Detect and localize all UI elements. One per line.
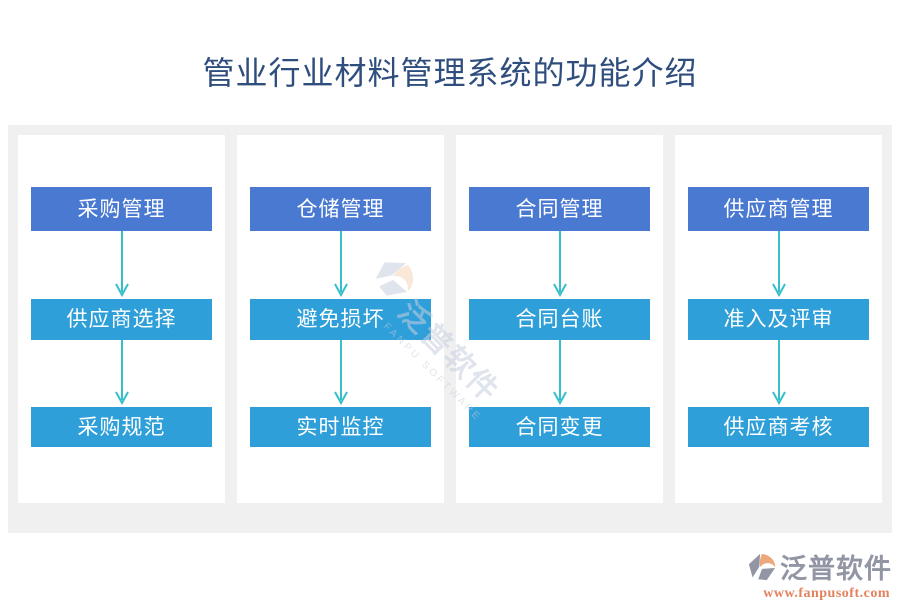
flow-step-box: 供应商考核: [688, 407, 869, 447]
down-arrow-icon: [552, 340, 568, 407]
flow-step-box: 采购规范: [31, 407, 212, 447]
down-arrow-icon: [114, 231, 130, 299]
column-card-warehouse: 仓储管理 避免损坏 实时监控: [237, 135, 444, 503]
down-arrow-icon: [333, 231, 349, 299]
footer-brand-logo: 泛普软件 www.fanpusoft.com: [747, 547, 892, 600]
page-title: 管业行业材料管理系统的功能介绍: [202, 55, 698, 91]
column-card-procurement: 采购管理 供应商选择 采购规范: [18, 135, 225, 503]
fanpu-logo-icon: [748, 553, 776, 580]
footer-url-text: www.fanpusoft.com: [763, 586, 890, 600]
flow-header-box: 供应商管理: [688, 187, 869, 231]
down-arrow-icon: [771, 340, 787, 407]
column-card-contract: 合同管理 合同台账 合同变更: [456, 135, 663, 503]
flow-header-box: 仓储管理: [250, 187, 431, 231]
flow-step-box: 准入及评审: [688, 299, 869, 340]
flow-step-box: 供应商选择: [31, 299, 212, 340]
down-arrow-icon: [552, 231, 568, 299]
diagram-panel: 采购管理 供应商选择 采购规范 仓储管理 避免损坏 实时监控 合同管理: [8, 125, 892, 533]
footer-brand-text: 泛普软件: [780, 554, 892, 584]
flow-step-box: 合同变更: [469, 407, 650, 447]
flow-step-box: 合同台账: [469, 299, 650, 340]
down-arrow-icon: [114, 340, 130, 407]
column-card-supplier: 供应商管理 准入及评审 供应商考核: [675, 135, 882, 503]
down-arrow-icon: [771, 231, 787, 299]
flow-step-box: 避免损坏: [250, 299, 431, 340]
flow-step-box: 实时监控: [250, 407, 431, 447]
flow-header-box: 采购管理: [31, 187, 212, 231]
flow-header-box: 合同管理: [469, 187, 650, 231]
down-arrow-icon: [333, 340, 349, 407]
